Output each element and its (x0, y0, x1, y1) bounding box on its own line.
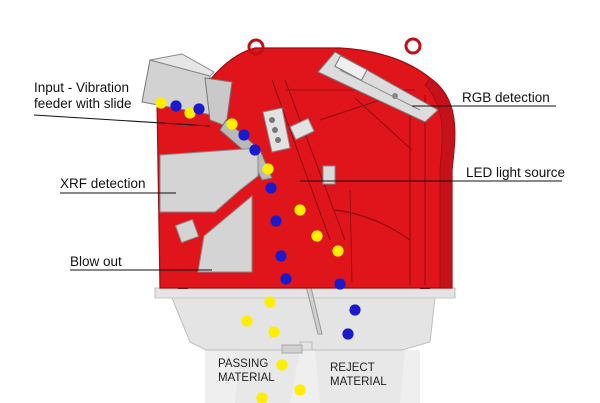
rgb-label: RGB detection (462, 90, 550, 105)
reject-line1: REJECT (330, 362, 375, 374)
yellow-particle (294, 204, 306, 216)
yellow-particle (332, 245, 344, 257)
yellow-particle (184, 107, 196, 119)
yellow-particle (226, 118, 238, 130)
blue-particle (193, 103, 205, 115)
reject-line2: MATERIAL (330, 376, 387, 388)
blue-particle (349, 304, 361, 316)
xrf-detector (159, 107, 336, 244)
passing-line2: MATERIAL (218, 372, 275, 384)
blue-particle (249, 144, 261, 156)
blow-out-unit (197, 194, 253, 273)
blue-particle (270, 215, 282, 227)
blue-particle (275, 250, 287, 262)
blue-particle (342, 328, 354, 340)
yellow-particle (256, 392, 268, 403)
blue-particle (334, 278, 346, 290)
yellow-particle (268, 326, 280, 338)
blue-particle (280, 273, 292, 285)
input-label-line2: feeder with slide (34, 96, 132, 111)
passing-material-label: PASSING MATERIAL (218, 357, 275, 385)
blow-out-label: Blow out (70, 254, 122, 269)
xrf-label: XRF detection (60, 176, 146, 191)
yellow-particle (155, 97, 167, 109)
blue-particle (238, 129, 250, 141)
leader-lines (33, 105, 562, 271)
yellow-particle (241, 315, 253, 327)
yellow-particle (311, 230, 323, 242)
input-label: Input - Vibration feeder with slide (34, 80, 132, 112)
input-label-line1: Input - Vibration (34, 80, 130, 95)
blue-particle (265, 182, 277, 194)
reject-material-label: REJECT MATERIAL (330, 361, 387, 389)
passing-line1: PASSING (218, 358, 269, 370)
yellow-particle (276, 359, 288, 371)
yellow-particle (264, 296, 276, 308)
blue-particle (170, 100, 182, 112)
yellow-particle (294, 384, 306, 396)
particles (155, 97, 361, 403)
rgb-camera (317, 51, 439, 123)
yellow-particle (262, 163, 274, 175)
led-label: LED light source (466, 165, 566, 180)
